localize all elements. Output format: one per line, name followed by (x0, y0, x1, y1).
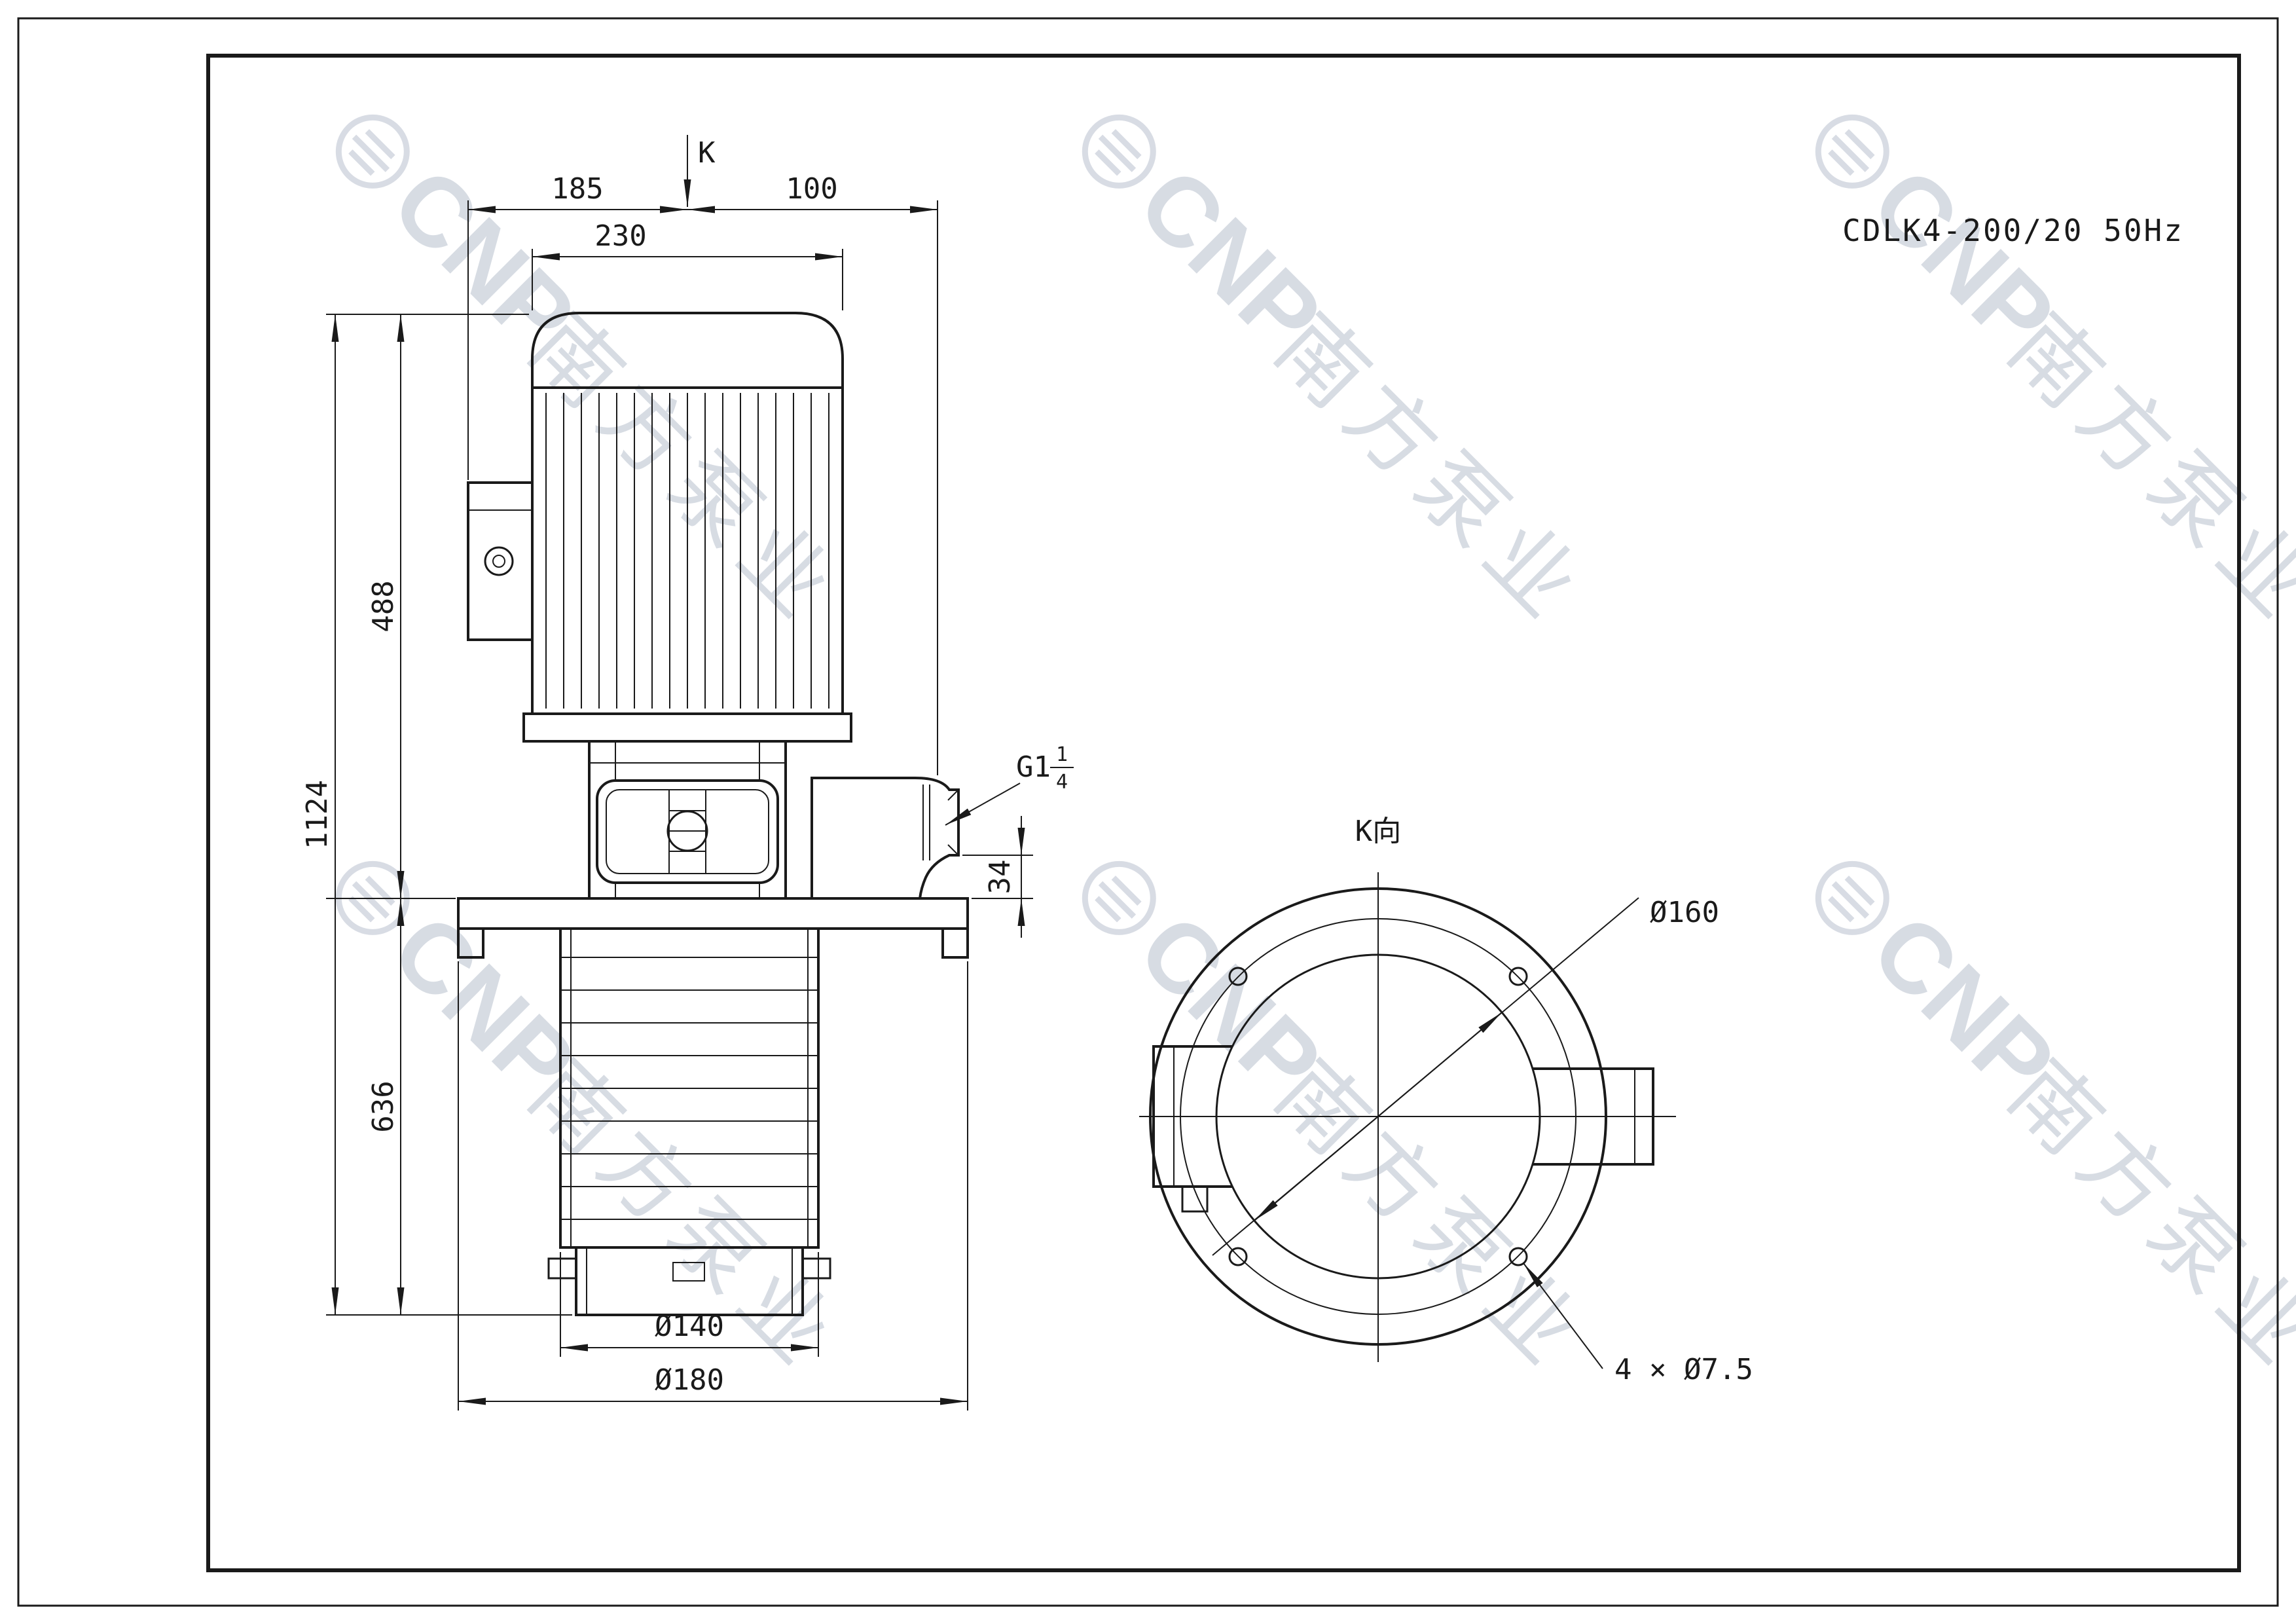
coupling (666, 790, 708, 874)
outlet-thread-numerator: 1 (1056, 743, 1068, 766)
extension-lines (326, 200, 1033, 1411)
dim-160-label: Ø160 (1650, 896, 1719, 929)
coupling-window (596, 779, 779, 884)
cnp-logo-icon (335, 860, 410, 935)
bolt-hole (1228, 1247, 1248, 1266)
dim-100-label: 100 (786, 172, 837, 206)
dim-180-label: Ø180 (655, 1363, 724, 1397)
motor-flange (522, 712, 852, 743)
outlet-thread-lines (922, 784, 959, 860)
dim-636-label: 636 (367, 1080, 400, 1132)
dia-160-dimension: Ø160 (1212, 896, 1719, 1256)
dim-1124-label: 1124 (301, 780, 334, 849)
top-view: K向 Ø160 4 × Ø7. (1139, 815, 1753, 1386)
flange-inner-circle (1215, 953, 1541, 1280)
drain-plug (672, 1262, 705, 1282)
bolt-circle (1180, 918, 1576, 1315)
inner-border (206, 54, 2241, 1572)
cnp-logo-icon (1815, 114, 1889, 189)
k-direction-arrow: K (683, 135, 716, 207)
cable-gland-top (1181, 1185, 1209, 1213)
dim-34-label: 34 (983, 860, 1017, 895)
dim-bolt-holes-label: 4 × Ø7.5 (1614, 1353, 1753, 1386)
base-plate-feet (457, 929, 969, 959)
border-frame (17, 17, 2279, 1607)
motor-fins (545, 393, 829, 709)
bolt-hole (1228, 967, 1248, 986)
cnp-logo-icon (1082, 114, 1156, 189)
watermark-company: 南方泵业 (1990, 1042, 2296, 1391)
outlet-thread-label: G1 1 4 (1016, 743, 1074, 794)
bolt-hole-callout: 4 × Ø7.5 (1523, 1263, 1753, 1386)
bolt-hole (1508, 1247, 1528, 1266)
outlet-fitting (811, 777, 960, 900)
foot-tab-left (547, 1257, 577, 1280)
coupling-window-inner (606, 789, 769, 874)
dimension-lines (331, 206, 1025, 1405)
watermark: CNP 南方泵业 (335, 114, 859, 644)
lantern-ribs (615, 741, 760, 898)
cnp-logo-icon (335, 114, 410, 189)
bolt-hole (1508, 967, 1528, 986)
outlet-port-top (1533, 1067, 1654, 1166)
dim-230-label: 230 (594, 219, 646, 253)
outlet-thread-main: G1 (1016, 750, 1051, 784)
stage-lines (560, 957, 818, 1220)
terminal-box (467, 481, 534, 641)
watermark-company: 南方泵业 (510, 295, 859, 644)
motor (467, 312, 852, 743)
leader-outlet-thread (945, 783, 1021, 826)
k-direction-label: K (698, 136, 716, 170)
flange-outer-circle (1149, 887, 1607, 1346)
outer-border (17, 17, 2279, 1607)
cnp-logo-icon (1082, 860, 1156, 935)
lantern-section (588, 741, 787, 898)
watermark: CNP 南方泵业 (1082, 114, 1605, 644)
front-view: K (301, 135, 1074, 1411)
dim-140-label: Ø140 (655, 1310, 724, 1343)
watermark-company: 南方泵业 (1990, 295, 2296, 644)
watermark: CNP 南方泵业 (1082, 860, 1605, 1391)
watermark-layer: CNP 南方泵业 CNP 南方泵业 CNP 南方泵业 CNP 南 (335, 114, 2296, 1391)
outlet-thread-denominator: 4 (1056, 771, 1068, 794)
suction-section (547, 1246, 831, 1316)
cnp-logo-icon (1815, 860, 1889, 935)
watermark-company: 南方泵业 (1256, 295, 1605, 644)
cable-gland-hole (492, 555, 505, 568)
watermark: CNP 南方泵业 (1815, 860, 2296, 1391)
suction-inner-walls (586, 1247, 793, 1315)
foot-tab-right (801, 1257, 831, 1280)
model-designation: CDLK4-200/20 50Hz (1842, 213, 2184, 248)
dim-488-label: 488 (367, 580, 400, 632)
terminal-box-top (1152, 1045, 1232, 1213)
view-label-k: K向 (1355, 815, 1402, 848)
cable-gland (484, 546, 514, 576)
dim-185-label: 185 (551, 172, 603, 206)
motor-cap (531, 312, 844, 389)
watermark: CNP 南方泵业 (1815, 114, 2296, 644)
